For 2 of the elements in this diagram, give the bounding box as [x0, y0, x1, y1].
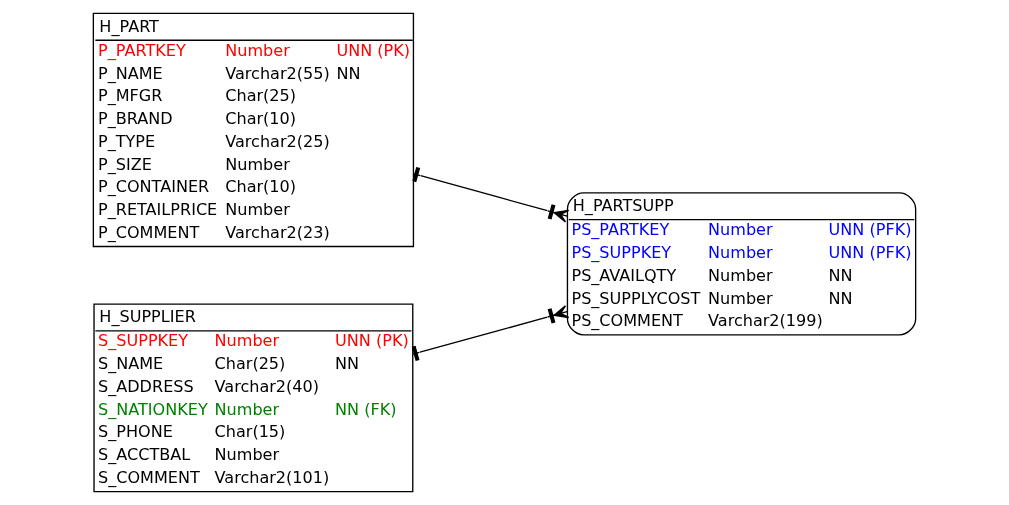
connector [412, 166, 570, 223]
connector [411, 305, 570, 362]
